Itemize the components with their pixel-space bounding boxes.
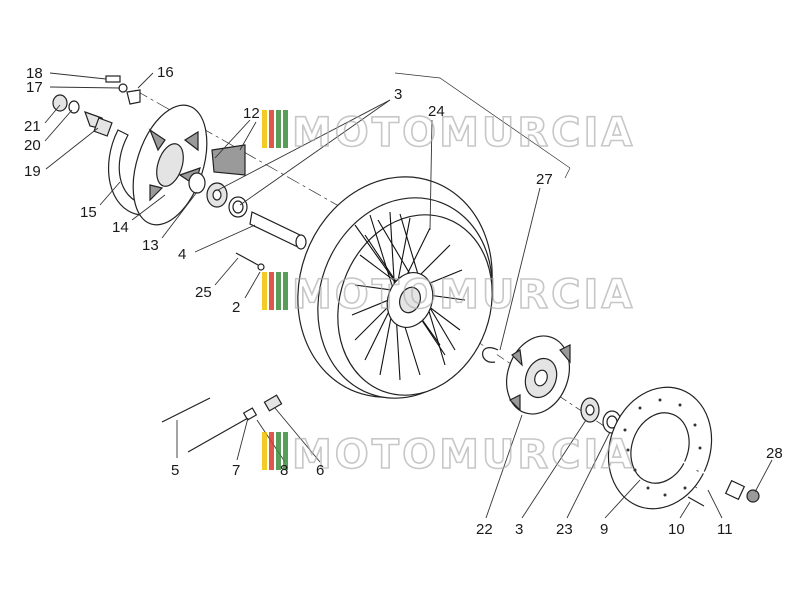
part-label-14: 14 [112,219,129,236]
part-label-19: 19 [24,163,41,180]
part-label-3-lower: 3 [515,521,523,538]
part-label-16: 16 [157,64,174,81]
nut [746,489,760,503]
part-label-27: 27 [536,171,553,188]
bolts-lower-left [161,394,283,453]
part-label-7: 7 [232,462,240,479]
leader-lines [44,72,773,519]
part-label-10: 10 [668,521,685,538]
part-label-6: 6 [316,462,324,479]
part-label-22: 22 [476,521,493,538]
wheel [297,176,493,399]
part-label-9: 9 [600,521,608,538]
part-label-23: 23 [556,521,573,538]
part-label-20: 20 [24,137,41,154]
part-labels: 18 17 16 21 20 19 15 14 13 12 3 24 4 25 … [24,64,783,538]
watermark-text-middle: MOTOMURCIA [292,272,635,318]
watermark-bottom: MOTOMURCIA [262,431,635,479]
part-label-24: 24 [428,103,445,120]
part-label-11: 11 [717,521,733,538]
part-label-3-upper: 3 [394,86,402,103]
circlip [482,347,499,363]
part-label-25: 25 [195,284,212,301]
small-hardware [52,75,141,137]
part-label-12: 12 [243,105,260,122]
brake-disc [607,386,713,510]
part-label-5: 5 [171,462,179,479]
part-label-8: 8 [280,462,288,479]
bolt [687,496,705,507]
axle-spacer [249,211,307,250]
part-label-4: 4 [178,246,186,263]
part-label-28: 28 [766,445,783,462]
pin [235,252,265,271]
brake-plate [107,104,208,226]
watermark-middle: MOTOMURCIA [262,271,635,319]
part-label-15: 15 [80,204,97,221]
axle [659,449,746,501]
part-label-13: 13 [142,237,159,254]
watermark-text-bottom: MOTOMURCIA [292,432,635,478]
cush-drive-hub [506,335,571,415]
watermark-text-top: MOTOMURCIA [292,110,635,156]
part-label-18: 18 [26,65,43,82]
part-label-21: 21 [24,118,41,135]
part-label-17: 17 [26,79,43,96]
part-label-2: 2 [232,299,240,316]
watermark-top: MOTOMURCIA [262,109,635,157]
